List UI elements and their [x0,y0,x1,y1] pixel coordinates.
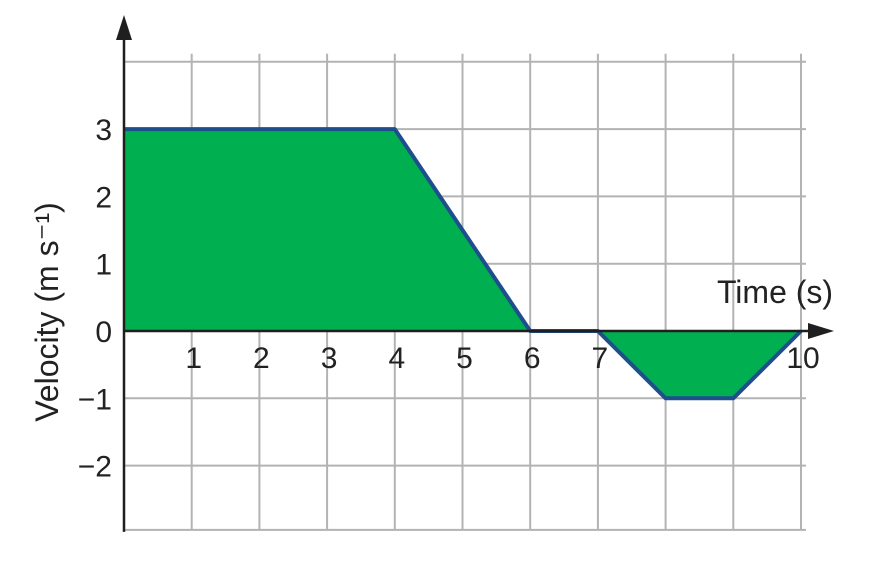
y-tick-label: 3 [95,114,112,147]
x-axis-title: Time (s) [717,274,833,310]
y-tick-label: 0 [95,316,112,349]
x-axis-arrow-icon [808,323,834,339]
x-tick-label: 10 [786,342,819,375]
positive-displacement-area [124,129,531,331]
y-axis-arrow-icon [116,15,132,40]
x-tick-label: 2 [253,342,270,375]
negative-displacement-area [597,331,801,399]
x-tick-label: 6 [524,342,541,375]
y-tick-label: 2 [95,181,112,214]
x-tick-labels: 1 2 3 4 5 6 7 10 [185,342,819,375]
x-tick-label: 5 [456,342,473,375]
x-tick-label: 1 [185,342,202,375]
x-tick-label: 3 [321,342,338,375]
y-tick-labels: 3 2 1 0 −1 −2 [78,114,112,484]
axes [116,15,834,532]
y-tick-label: −2 [78,451,112,484]
y-axis-title: Velocity (m s⁻¹) [29,202,65,422]
y-tick-label: 1 [95,249,112,282]
y-tick-label: −1 [78,383,112,416]
x-tick-label: 4 [388,342,405,375]
x-tick-label: 7 [592,342,609,375]
